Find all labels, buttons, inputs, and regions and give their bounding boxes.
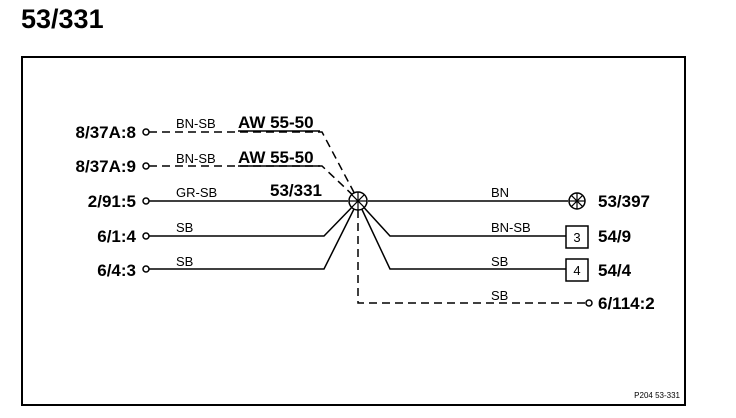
wire-color-label: BN-SB xyxy=(176,151,216,166)
terminal-icon xyxy=(142,232,150,240)
splice-icon xyxy=(348,191,368,211)
right-connector-2: BN-SB 3 54/9 xyxy=(357,200,631,249)
dashed-wire xyxy=(357,210,585,304)
connector-label: 8/37A:8 xyxy=(76,123,136,142)
splice-label: 53/331 xyxy=(270,181,322,200)
connector-box xyxy=(565,258,589,282)
reference-label: AW 55-50 xyxy=(238,113,314,132)
connector-label: 54/9 xyxy=(598,227,631,246)
figure-code: P204 53-331 xyxy=(634,391,680,400)
wire-color-label: BN xyxy=(491,185,509,200)
left-connector-4: 6/1:4 SB xyxy=(97,200,359,246)
wire xyxy=(357,200,566,270)
right-connector-4: SB 6/114:2 xyxy=(357,210,655,313)
connector-box-number: 4 xyxy=(573,263,580,278)
wire-color-label: SB xyxy=(491,288,508,303)
wire xyxy=(149,200,359,237)
wire-color-label: BN-SB xyxy=(176,116,216,131)
right-connector-1: BN 53/397 xyxy=(368,185,650,211)
left-connector-2: 8/37A:9 BN-SB AW 55-50 xyxy=(76,148,359,201)
dashed-wire xyxy=(149,165,359,201)
terminal-icon xyxy=(585,299,593,307)
wire-color-label: SB xyxy=(176,220,193,235)
left-connector-5: 6/4:3 SB xyxy=(97,200,359,280)
wire-color-label: BN-SB xyxy=(491,220,531,235)
right-connector-3: SB 4 54/4 xyxy=(357,200,632,282)
connector-label: 6/4:3 xyxy=(97,261,136,280)
connector-label: 6/114:2 xyxy=(598,294,655,313)
left-connector-1: 8/37A:8 BN-SB AW 55-50 xyxy=(76,113,359,201)
wire-color-label: SB xyxy=(491,254,508,269)
wire-color-label: SB xyxy=(176,254,193,269)
dashed-wire xyxy=(149,131,359,201)
connector-label: 6/1:4 xyxy=(97,227,136,246)
terminal-icon xyxy=(142,265,150,273)
page-title: 53/331 xyxy=(21,4,104,34)
terminal-icon xyxy=(142,128,150,136)
connector-label: 2/91:5 xyxy=(88,192,136,211)
wire xyxy=(149,200,359,270)
reference-label: AW 55-50 xyxy=(238,148,314,167)
terminal-icon xyxy=(142,162,150,170)
splice-end-icon xyxy=(568,192,586,210)
wire-color-label: GR-SB xyxy=(176,185,217,200)
connector-label: 8/37A:9 xyxy=(76,157,136,176)
left-connector-3: 2/91:5 GR-SB xyxy=(88,185,348,211)
connector-label: 54/4 xyxy=(598,261,632,280)
connector-box-number: 3 xyxy=(573,230,580,245)
connector-label: 53/397 xyxy=(598,192,650,211)
diagram-frame xyxy=(21,56,686,406)
terminal-icon xyxy=(142,197,150,205)
connector-box xyxy=(565,225,589,249)
wire xyxy=(357,200,566,237)
